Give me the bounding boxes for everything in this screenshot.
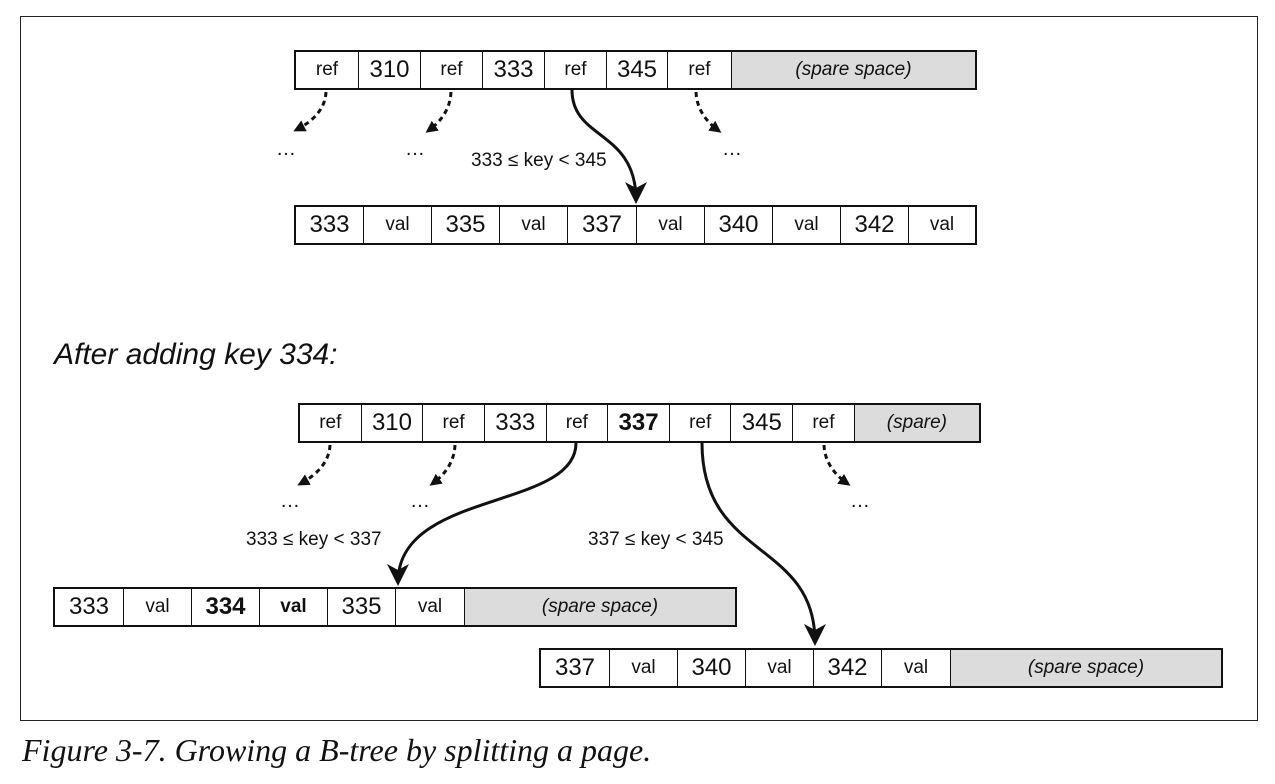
cell-val: val [500, 207, 568, 243]
solid-arrow [700, 442, 826, 646]
cell-val: val [746, 650, 814, 686]
cell-key: 337 [541, 650, 610, 686]
cell-key: 340 [678, 650, 746, 686]
bottom-right-leaf-page: 337 val 340 val 342 val (spare space) [539, 648, 1223, 688]
cell-ref: ref [793, 405, 855, 441]
cell-key: 340 [705, 207, 773, 243]
dashed-arrow [293, 91, 328, 132]
cell-ref: ref [545, 52, 607, 88]
cell-key: 310 [359, 52, 421, 88]
cell-val: val [610, 650, 678, 686]
cell-key: 310 [362, 405, 424, 441]
section-heading: After adding key 334: [54, 338, 338, 371]
ellipsis: … [280, 490, 301, 512]
cell-key-new: 337 [608, 405, 670, 441]
range-label-left: 333 ≤ key < 337 [246, 529, 382, 550]
range-label-right: 337 ≤ key < 345 [588, 529, 724, 550]
solid-arrow [387, 442, 578, 586]
ellipsis: … [850, 490, 871, 512]
ellipsis: … [722, 138, 743, 160]
cell-val-new: val [260, 589, 328, 625]
ellipsis: … [405, 138, 426, 160]
spare-space-cell: (spare space) [951, 650, 1221, 686]
range-label: 333 ≤ key < 345 [471, 150, 607, 171]
top-root-page: ref 310 ref 333 ref 345 ref (spare space… [294, 50, 977, 90]
cell-val: val [124, 589, 192, 625]
dashed-arrow [694, 91, 722, 133]
cell-ref: ref [670, 405, 732, 441]
solid-arrow [570, 89, 647, 204]
dashed-arrow [425, 91, 453, 133]
cell-key: 342 [814, 650, 882, 686]
ellipsis: … [410, 490, 431, 512]
cell-val: val [929, 214, 955, 235]
cell-ref: ref [547, 405, 609, 441]
spare-space-cell: (spare space) [732, 52, 975, 88]
cell-key: 345 [731, 405, 794, 441]
dashed-arrow [429, 444, 457, 486]
dashed-arrow [822, 444, 851, 486]
ellipsis: … [276, 138, 297, 160]
cell-key: 337 [568, 207, 637, 243]
figure-caption: Figure 3-7. Growing a B-tree by splittin… [22, 732, 652, 768]
cell-key-new: 334 [192, 589, 260, 625]
bottom-left-leaf-page: 333 val 334 val 335 val (spare space) [53, 587, 737, 627]
cell-ref: ref [423, 405, 485, 441]
cell-val: val [882, 650, 951, 686]
cell-ref: ref [296, 52, 359, 88]
cell-val: val [396, 589, 465, 625]
cell-ref: ref [668, 52, 732, 88]
top-leaf-page: 333 val 335 val 337 val 340 val 342 val [294, 205, 977, 245]
cell-val: val [773, 207, 841, 243]
cell-val: val [364, 207, 432, 243]
cell-val: val [637, 207, 705, 243]
cell-key: 335 [432, 207, 500, 243]
cell-key: 345 [607, 52, 668, 88]
spare-space-cell: (spare) [854, 405, 980, 441]
figure-frame [20, 16, 1258, 721]
cell-key: 342 [841, 207, 909, 243]
cell-key: 333 [485, 405, 547, 441]
bottom-root-page: ref 310 ref 333 ref 337 ref 345 ref (spa… [298, 403, 981, 443]
cell-key: 335 [328, 589, 396, 625]
cell-ref: ref [421, 52, 483, 88]
cell-key: 333 [483, 52, 545, 88]
spare-space-cell: (spare space) [465, 589, 735, 625]
cell-key: 333 [55, 589, 124, 625]
cell-ref: ref [300, 405, 362, 441]
cell-key: 333 [296, 207, 364, 243]
dashed-arrow [297, 444, 332, 486]
